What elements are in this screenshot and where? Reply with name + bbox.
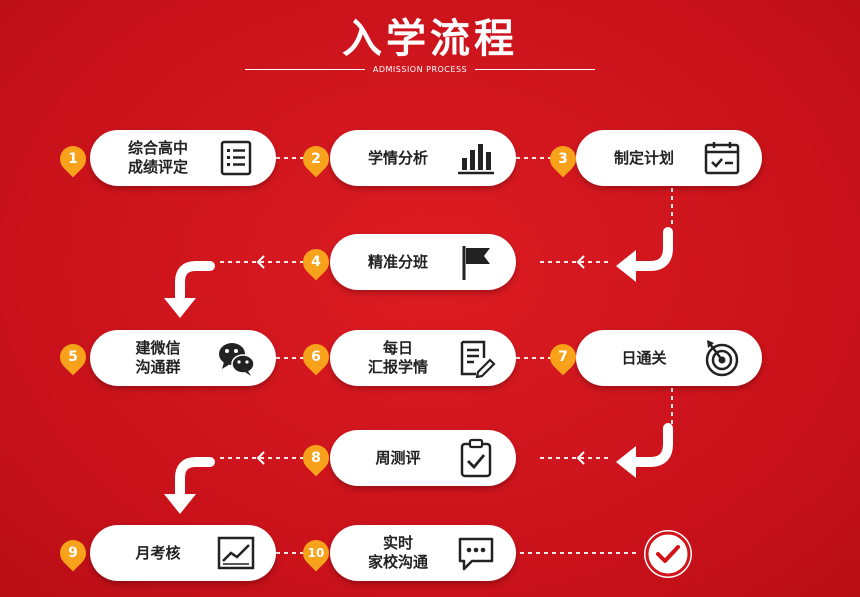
step-card-8: 周测评 xyxy=(330,430,516,486)
step-label: 每日 汇报学情 xyxy=(367,339,428,376)
step-card-10: 实时 家校沟通 xyxy=(330,525,516,581)
step-badge-5: 5 xyxy=(54,338,92,376)
step-label: 周测评 xyxy=(375,448,421,467)
chevron-left-icon xyxy=(256,255,265,269)
chevron-left-icon xyxy=(576,451,585,465)
list-icon xyxy=(220,140,252,176)
step-card-4: 精准分班 xyxy=(330,234,516,290)
chat-bubble-icon xyxy=(458,537,494,571)
curved-arrows xyxy=(175,227,673,501)
step-badge-6: 6 xyxy=(297,338,335,376)
calendar-check-icon xyxy=(704,142,740,175)
wechat-icon xyxy=(219,343,255,376)
step-label: 实时 家校沟通 xyxy=(367,534,428,571)
step-label: 学情分析 xyxy=(367,148,428,167)
chevron-left-icon xyxy=(256,451,265,465)
step-card-9: 月考核 xyxy=(90,525,276,581)
bar-chart-icon xyxy=(458,144,494,175)
step-badge-9: 9 xyxy=(54,534,92,572)
step-label: 制定计划 xyxy=(613,148,674,167)
step-label: 建微信 沟通群 xyxy=(135,339,181,376)
arrow-down-icon xyxy=(164,298,196,318)
flag-icon xyxy=(462,246,490,280)
arrow-down-icon xyxy=(164,494,196,514)
step-card-3: 制定计划 xyxy=(576,130,762,186)
step-label: 日通关 xyxy=(621,348,667,367)
step-badge-2: 2 xyxy=(297,140,335,178)
curve-arrow-right-1 xyxy=(627,227,673,271)
subtitle-block: ADMISSION PROCESS xyxy=(245,62,595,78)
curve-arrow-right-2 xyxy=(627,423,673,467)
arrow-left-icon xyxy=(616,446,636,478)
page-subtitle: ADMISSION PROCESS xyxy=(364,65,476,74)
step-card-2: 学情分析 xyxy=(330,130,516,186)
step-label: 精准分班 xyxy=(367,252,428,271)
chevrons xyxy=(256,255,585,465)
step-badge-8: 8 xyxy=(297,439,335,477)
step-card-7: 日通关 xyxy=(576,330,762,386)
document-edit-icon xyxy=(460,340,496,378)
chevron-left-icon xyxy=(576,255,585,269)
step-badge-3: 3 xyxy=(544,140,582,178)
step-card-6: 每日 汇报学情 xyxy=(330,330,516,386)
step-card-5: 建微信 沟通群 xyxy=(90,330,276,386)
step-badge-4: 4 xyxy=(297,243,335,281)
step-card-1: 综合高中 成绩评定 xyxy=(90,130,276,186)
check-circle-icon xyxy=(644,530,692,578)
step-badge-1: 1 xyxy=(54,140,92,178)
target-icon xyxy=(705,340,739,377)
page-title: 入学流程 xyxy=(342,16,518,62)
arrow-heads xyxy=(164,250,636,514)
arrow-left-icon xyxy=(616,250,636,282)
curve-arrow-left-1 xyxy=(175,261,215,305)
step-badge-10: 10 xyxy=(297,534,335,572)
step-badge-7: 7 xyxy=(544,338,582,376)
clipboard-check-icon xyxy=(460,438,492,478)
line-chart-icon xyxy=(217,536,255,570)
step-label: 月考核 xyxy=(135,543,181,562)
curve-arrow-left-2 xyxy=(175,457,215,501)
step-label: 综合高中 成绩评定 xyxy=(127,139,188,176)
